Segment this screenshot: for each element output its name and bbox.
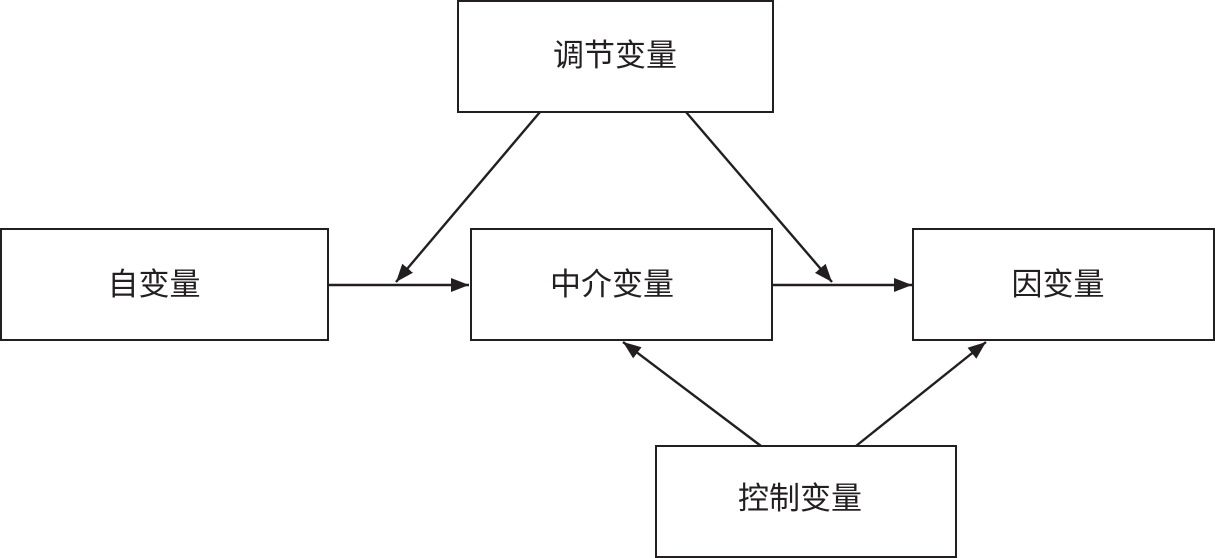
control-variable-label: 控制变量 xyxy=(738,481,862,517)
edge-moderator-to-left-path xyxy=(395,111,541,283)
independent-variable-label: 自变量 xyxy=(108,267,201,303)
moderator-label: 调节变量 xyxy=(553,38,677,74)
mediator-variable-label: 中介变量 xyxy=(550,267,674,303)
dependent-variable-box: 因变量 xyxy=(912,228,1215,341)
independent-variable-box: 自变量 xyxy=(0,228,329,341)
moderator-box: 调节变量 xyxy=(457,0,774,113)
edge-moderator-to-right-path xyxy=(685,111,833,283)
edge-control-to-dependent xyxy=(855,341,987,447)
mediator-variable-box: 中介变量 xyxy=(470,228,773,341)
control-variable-box: 控制变量 xyxy=(655,445,957,558)
dependent-variable-label: 因变量 xyxy=(1012,267,1105,303)
edge-control-to-mediator xyxy=(622,341,762,447)
